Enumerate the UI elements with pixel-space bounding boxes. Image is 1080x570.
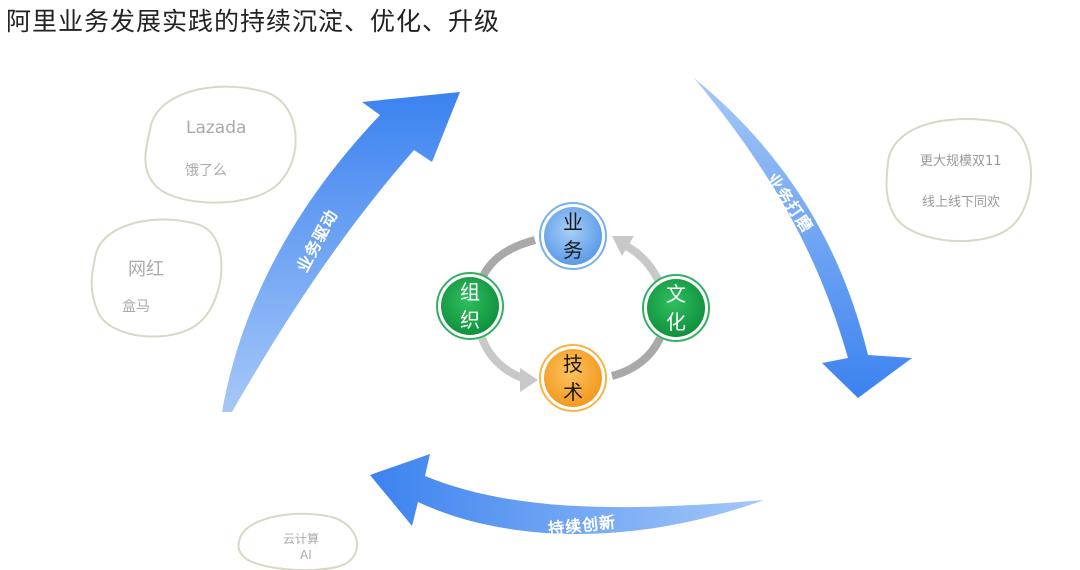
node-business-text: 业 务 — [553, 208, 593, 264]
page-title: 阿里业务发展实践的持续沉淀、优化、升级 — [6, 7, 501, 36]
bubble-outline-3 — [885, 118, 1033, 243]
arrow-left-business-drive — [222, 92, 460, 412]
bubble-3-line-2: 线上线下同欢 — [922, 195, 1001, 210]
node-culture-char-1: 文 — [666, 282, 686, 306]
bubble-outline-2 — [90, 218, 223, 338]
cycle-arrow-bottom-right — [610, 336, 664, 380]
arrow-right-business-polish — [694, 78, 912, 398]
node-culture-text: 文 化 — [656, 280, 696, 336]
node-culture — [647, 279, 705, 337]
node-business-char-2: 务 — [563, 238, 583, 262]
node-technology — [544, 349, 602, 407]
bubble-outline-4 — [237, 512, 358, 570]
bubble-1-line-2: 饿了么 — [185, 163, 227, 179]
bubble-2-line-2: 盒马 — [122, 299, 150, 315]
arrow-bottom-innovation — [370, 454, 764, 535]
node-technology-text: 技 术 — [553, 350, 593, 406]
node-business-char-1: 业 — [563, 210, 583, 234]
node-technology-char-2: 术 — [563, 380, 583, 404]
bubble-3-line-1: 更大规模双11 — [920, 154, 1002, 169]
bubble-1-line-1: Lazada — [186, 118, 247, 138]
node-organization — [441, 277, 499, 335]
bubble-4-line-1: 云计算 — [283, 532, 320, 546]
node-business — [544, 207, 602, 265]
node-organization-text: 组 织 — [450, 278, 490, 334]
node-organization-char-1: 组 — [460, 280, 480, 304]
node-technology-char-1: 技 — [563, 352, 583, 376]
node-organization-char-2: 织 — [460, 308, 480, 332]
bubble-4-line-2: AI — [300, 548, 312, 562]
bubble-2-line-1: 网红 — [128, 259, 164, 280]
node-culture-char-2: 化 — [666, 310, 686, 334]
bubble-outline-1 — [144, 85, 297, 204]
